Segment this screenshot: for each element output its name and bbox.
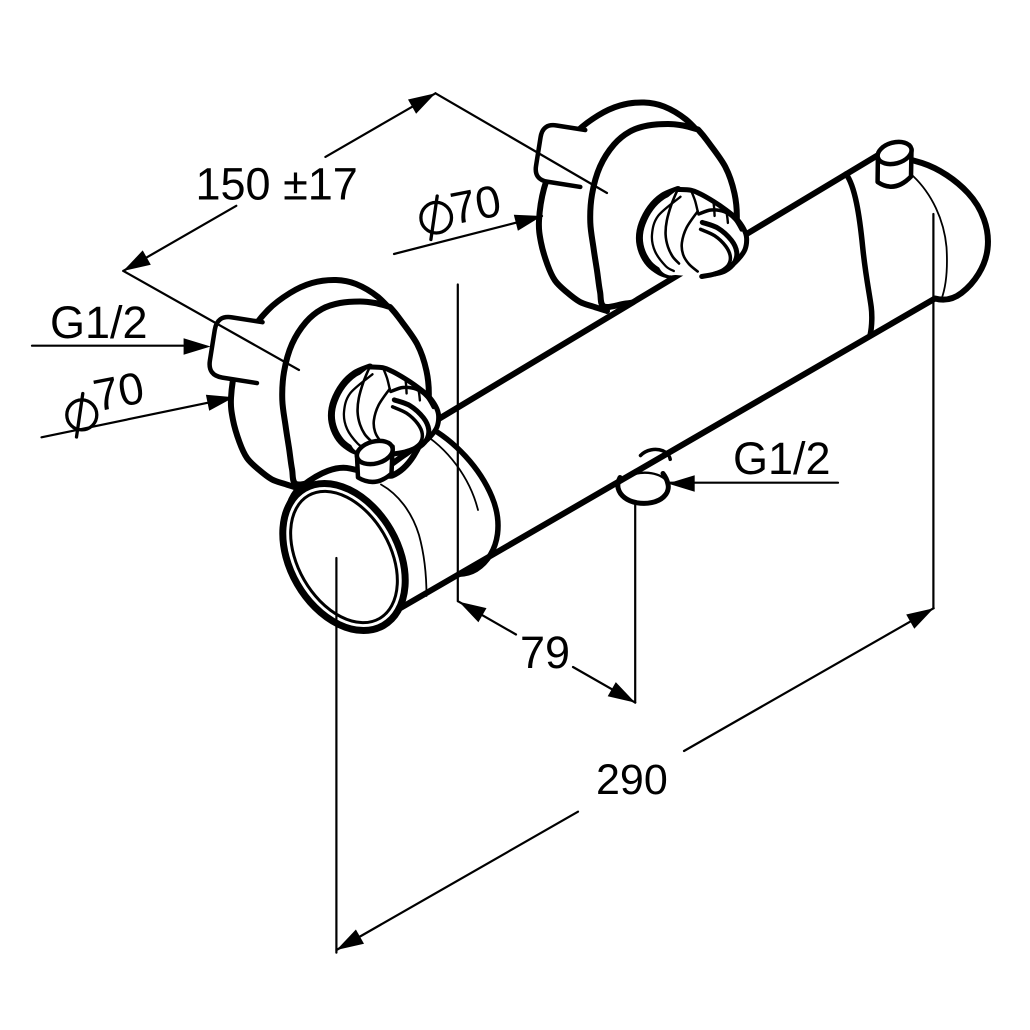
svg-text:70: 70 [89, 362, 148, 422]
svg-text:150 ±17: 150 ±17 [196, 159, 358, 210]
svg-text:290: 290 [596, 756, 668, 804]
svg-text:79: 79 [520, 627, 570, 678]
svg-text:70: 70 [446, 175, 505, 235]
svg-text:G1/2: G1/2 [733, 433, 831, 484]
svg-text:G1/2: G1/2 [50, 297, 148, 348]
